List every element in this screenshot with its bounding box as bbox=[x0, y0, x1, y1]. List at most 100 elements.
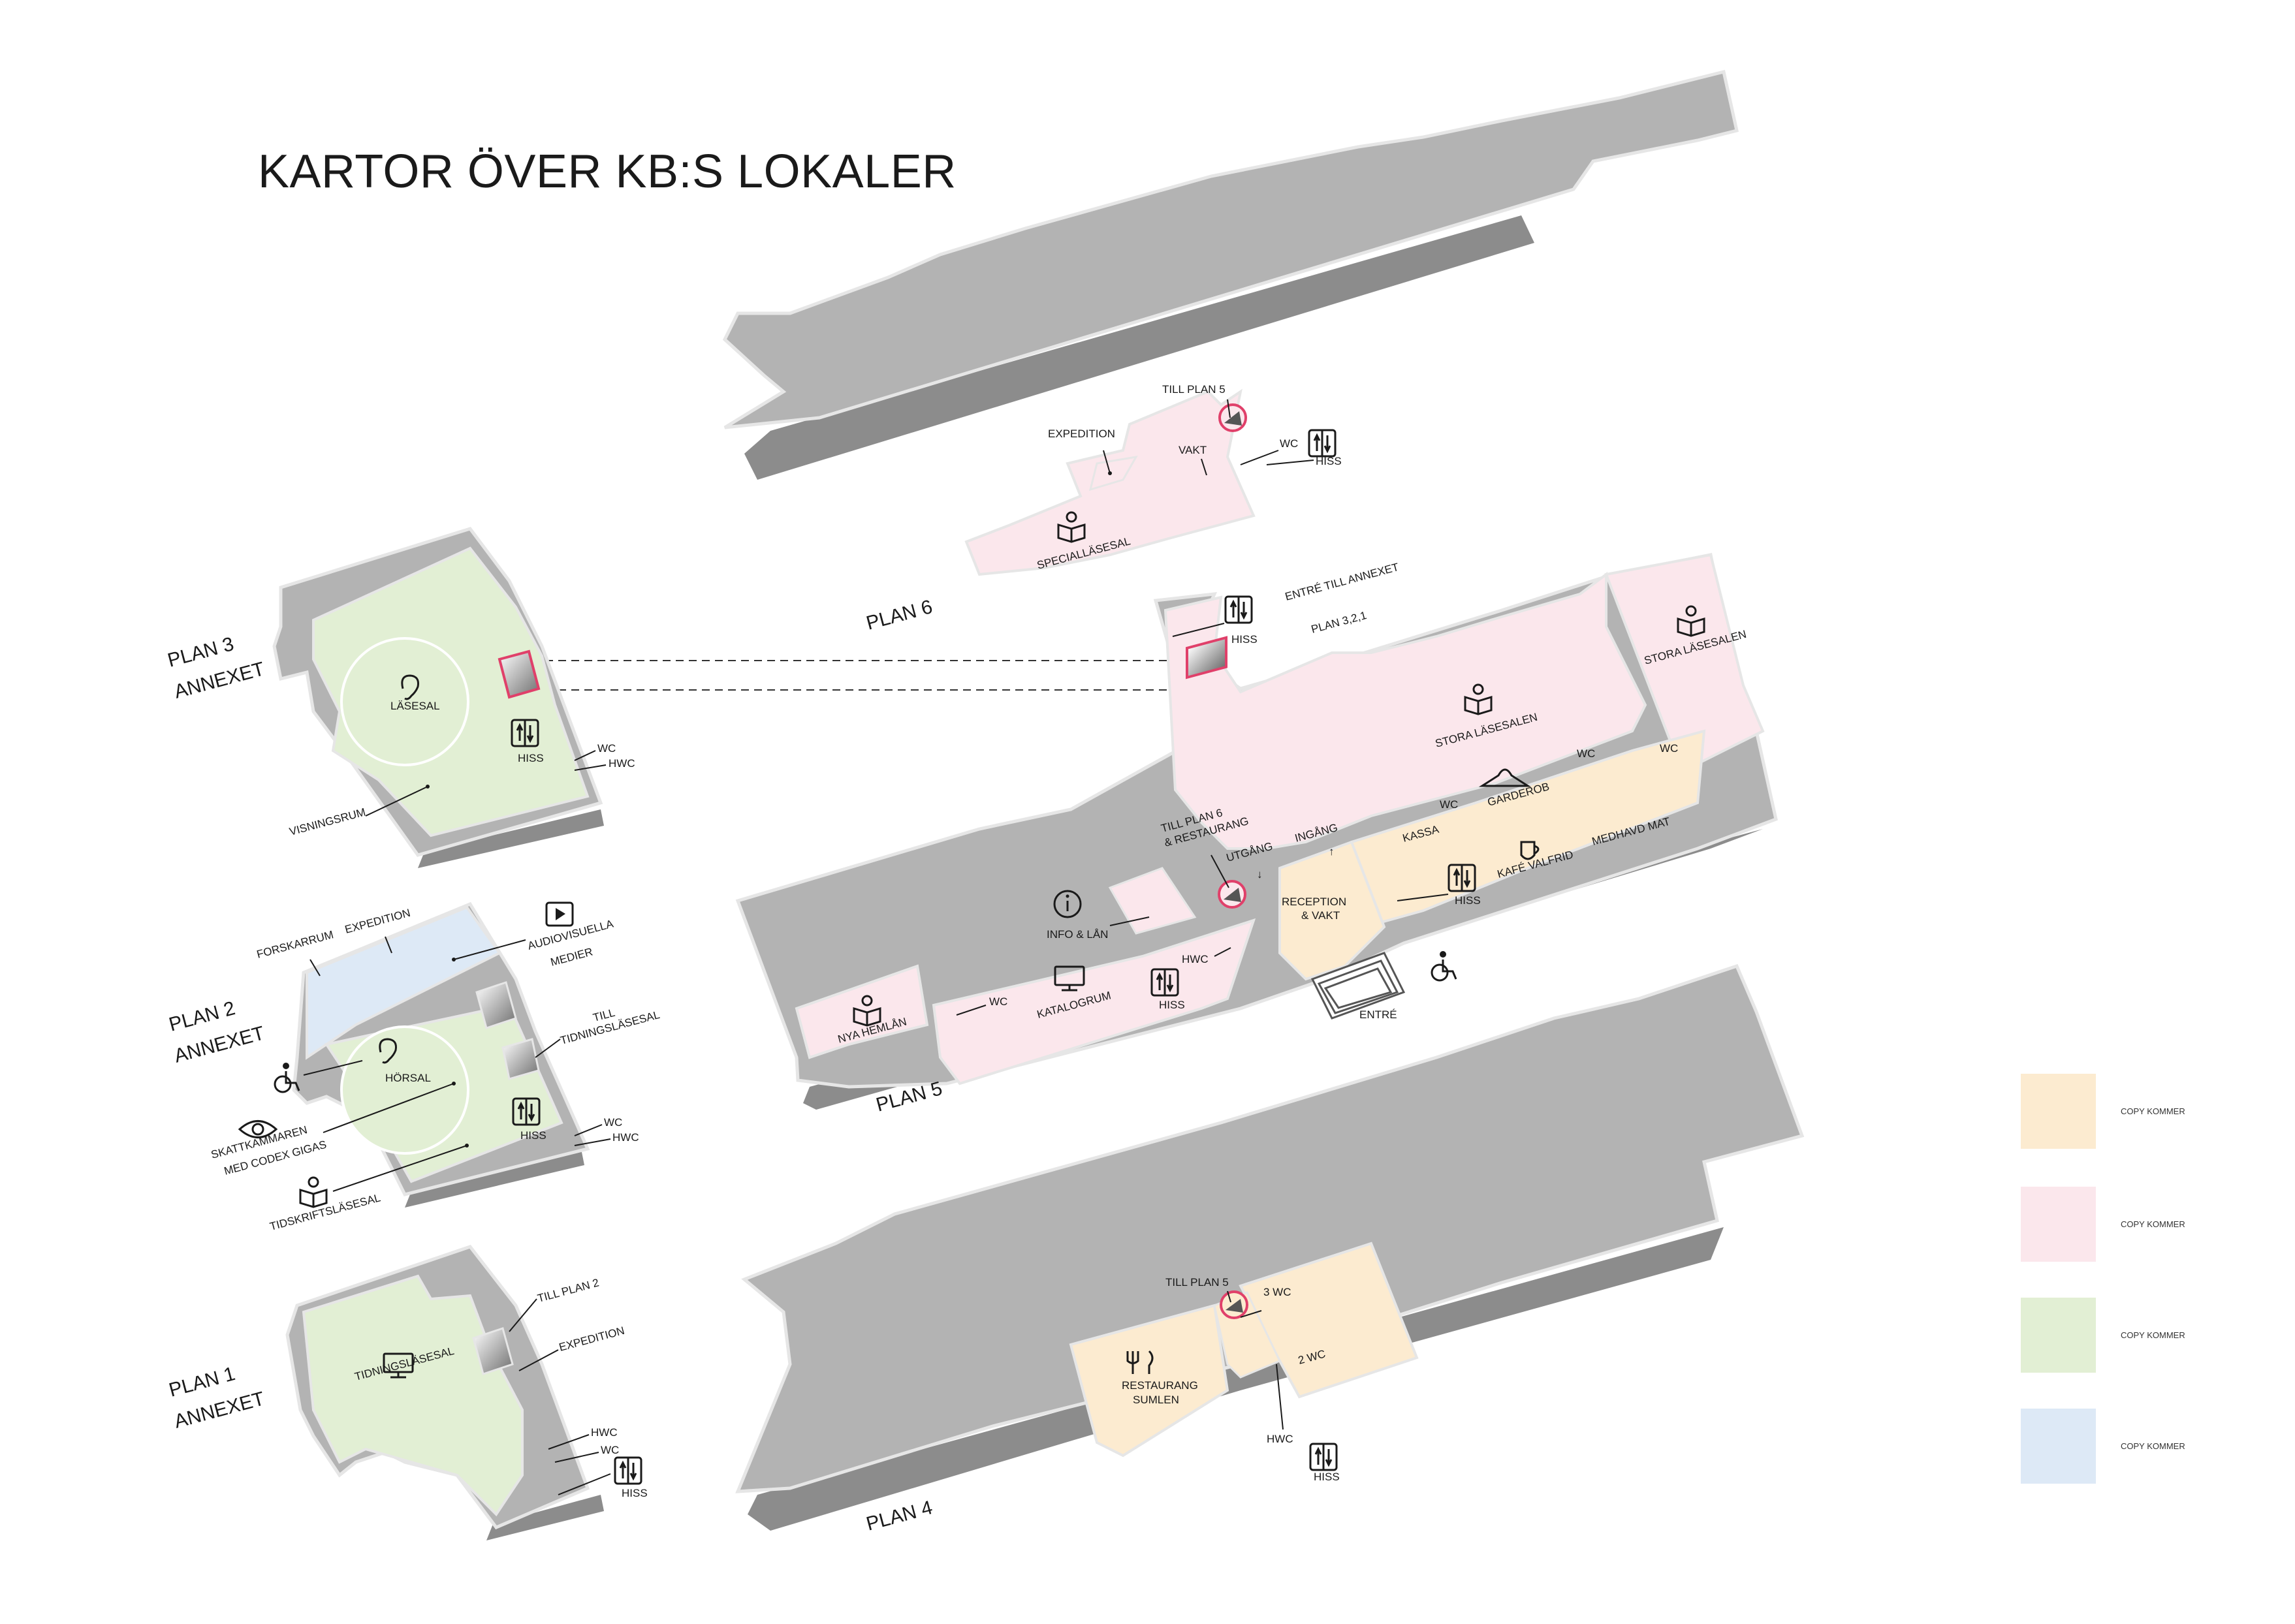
annex-plan-2: PLAN 2 ANNEXET FORSKARRUM EXPEDITION AUD… bbox=[166, 901, 661, 1233]
hwc-label-annex-3: HWC bbox=[609, 757, 635, 770]
annex-1-stairs-icon bbox=[472, 1327, 514, 1375]
entre-stairs bbox=[1310, 952, 1406, 1020]
cutlery-icon bbox=[1126, 1350, 1154, 1374]
hiss-label-plan4: HISS bbox=[1314, 1471, 1340, 1483]
annex-1-elevator-icon bbox=[614, 1456, 642, 1485]
reception-label-1: RECEPTION bbox=[1282, 896, 1346, 908]
annex-3-label-1: PLAN 3 bbox=[165, 633, 236, 672]
legend-item-blue: COPY KOMMER bbox=[2021, 1409, 2185, 1484]
ear-icon bbox=[401, 674, 419, 700]
legend-item-pink: COPY KOMMER bbox=[2021, 1187, 2185, 1262]
reception-area bbox=[1278, 840, 1386, 981]
entre-annexet-label-1: ENTRÉ TILL ANNEXET bbox=[1284, 561, 1400, 603]
av-label-2: MEDIER bbox=[549, 945, 594, 968]
hwc-label-annex-2: HWC bbox=[612, 1131, 639, 1144]
av-label-1: AUDIOVISUELLA bbox=[526, 917, 615, 952]
legend-label: COPY KOMMER bbox=[2121, 1330, 2185, 1340]
annex-2-stairs-up-icon bbox=[475, 981, 517, 1029]
expedition-label: EXPEDITION bbox=[1048, 428, 1115, 440]
plan-5: PLAN 5 HISS ENTRÉ TILL ANNEXET PLAN 3,2,… bbox=[735, 553, 1778, 1116]
restaurang-area bbox=[1069, 1304, 1229, 1458]
wheelchair-icon bbox=[1431, 951, 1457, 982]
info-label: INFO & LÅN bbox=[1047, 928, 1108, 941]
hanger-icon bbox=[1478, 768, 1532, 787]
plan-6-building bbox=[722, 69, 1739, 429]
wc-label-annex-3: WC bbox=[597, 742, 616, 755]
coffee-icon bbox=[1520, 841, 1540, 860]
till-plan-5-label: TILL PLAN 5 bbox=[1162, 383, 1226, 396]
annex-2-blue-area bbox=[306, 905, 501, 1060]
info-icon bbox=[1053, 890, 1082, 918]
wc-label-b: WC bbox=[1660, 742, 1678, 755]
legend-label: COPY KOMMER bbox=[2121, 1219, 2185, 1229]
plan-4: PLAN 4 TILL PLAN 5 3 WC 2 WC RESTAURANG … bbox=[735, 963, 1805, 1535]
legend: COPY KOMMER COPY KOMMER COPY KOMMER COPY… bbox=[2021, 1074, 2185, 1484]
legend-swatch-orange bbox=[2021, 1074, 2096, 1149]
annex-entrance-stairs-icon bbox=[1186, 636, 1227, 679]
hiss-label: HISS bbox=[1316, 455, 1342, 467]
annex-1-green-area bbox=[302, 1274, 524, 1517]
arrow-down-icon: ↓ bbox=[1257, 868, 1263, 881]
plan-4-label: PLAN 4 bbox=[864, 1497, 934, 1535]
eye-icon bbox=[238, 1120, 278, 1138]
entre-annexet-label-2: PLAN 3,2,1 bbox=[1310, 609, 1368, 636]
plan-6-elevator-icon bbox=[1308, 429, 1337, 458]
entre-label: ENTRÉ bbox=[1359, 1008, 1397, 1021]
lasesal-label: LÄSESAL bbox=[390, 700, 440, 712]
video-icon bbox=[545, 901, 574, 927]
lasesal-round-room bbox=[340, 637, 469, 766]
hiss-top-label: HISS bbox=[1231, 633, 1258, 646]
hwc-label-annex-1: HWC bbox=[591, 1426, 618, 1439]
legend-item-green: COPY KOMMER bbox=[2021, 1298, 2185, 1373]
wc-label: WC bbox=[1280, 437, 1298, 450]
vakt-label: VAKT bbox=[1179, 444, 1207, 456]
legend-item-orange: COPY KOMMER bbox=[2021, 1074, 2185, 1149]
legend-swatch-pink bbox=[2021, 1187, 2096, 1262]
annex-2-stairs-down-icon bbox=[501, 1038, 540, 1080]
tidskrift-icon bbox=[299, 1176, 328, 1208]
hwc-label-plan4: HWC bbox=[1267, 1433, 1293, 1445]
legend-swatch-green bbox=[2021, 1298, 2096, 1373]
plan-5-pink-main bbox=[1163, 572, 1647, 850]
hiss-mid-label: HISS bbox=[1455, 894, 1481, 907]
wc-label-c: WC bbox=[1440, 798, 1458, 811]
visningsrum-label: VISNINGSRUM bbox=[288, 805, 367, 837]
expedition-label-annex-1: EXPEDITION bbox=[558, 1324, 625, 1354]
forskarrum-label: FORSKARRUM bbox=[255, 928, 335, 961]
tidskrift-label: TIDSKRIFTSLÄSESAL bbox=[268, 1191, 382, 1233]
ear-icon-annex-2 bbox=[379, 1038, 397, 1064]
horsal-label: HÖRSAL bbox=[385, 1072, 431, 1084]
page-title: KARTOR ÖVER KB:S LOKALER bbox=[258, 146, 957, 198]
plan-6: PLAN 6 EXPEDITION TILL PLAN 5 VAKT WC HI… bbox=[722, 69, 1739, 634]
hiss-label-annex-3: HISS bbox=[518, 752, 544, 764]
wheelchair-icon-annex-2 bbox=[274, 1063, 300, 1093]
wc-label-annex-2: WC bbox=[604, 1116, 622, 1129]
till-plan-2-label: TILL PLAN 2 bbox=[536, 1276, 600, 1304]
reception-label-2: & VAKT bbox=[1301, 909, 1340, 922]
till-plan-5-label-plan4: TILL PLAN 5 bbox=[1165, 1276, 1229, 1288]
horsal-round-room bbox=[340, 1025, 469, 1155]
legend-swatch-blue bbox=[2021, 1409, 2096, 1484]
wc-label-annex-1: WC bbox=[601, 1444, 619, 1456]
restaurang-label-1: RESTAURANG bbox=[1122, 1379, 1198, 1392]
hwc-label: HWC bbox=[1182, 953, 1209, 965]
plan-6-label: PLAN 6 bbox=[864, 596, 934, 634]
annex-2-label-1: PLAN 2 bbox=[166, 997, 237, 1036]
annex-3-stairs-icon bbox=[498, 649, 541, 699]
3-wc-label: 3 WC bbox=[1263, 1286, 1291, 1298]
wc-label-a: WC bbox=[1577, 747, 1595, 760]
annex-plan-3: PLAN 3 ANNEXET LÄSESAL HISS WC HWC VISNI… bbox=[165, 527, 635, 868]
legend-label: COPY KOMMER bbox=[2121, 1106, 2185, 1116]
arrow-up-icon: ↑ bbox=[1329, 845, 1335, 858]
hiss-label-annex-1: HISS bbox=[622, 1487, 648, 1499]
katalogrum-area bbox=[932, 918, 1256, 1085]
wc-label-d: WC bbox=[989, 995, 1007, 1008]
hiss-low-label: HISS bbox=[1159, 999, 1185, 1011]
restaurang-label-2: SUMLEN bbox=[1133, 1394, 1179, 1406]
plan-5-elevator-top-icon bbox=[1224, 595, 1253, 624]
hiss-label-annex-2: HISS bbox=[520, 1129, 546, 1142]
plan-4-elevator-icon bbox=[1309, 1443, 1338, 1471]
legend-label: COPY KOMMER bbox=[2121, 1441, 2185, 1451]
annex-1-label-1: PLAN 1 bbox=[166, 1363, 237, 1401]
